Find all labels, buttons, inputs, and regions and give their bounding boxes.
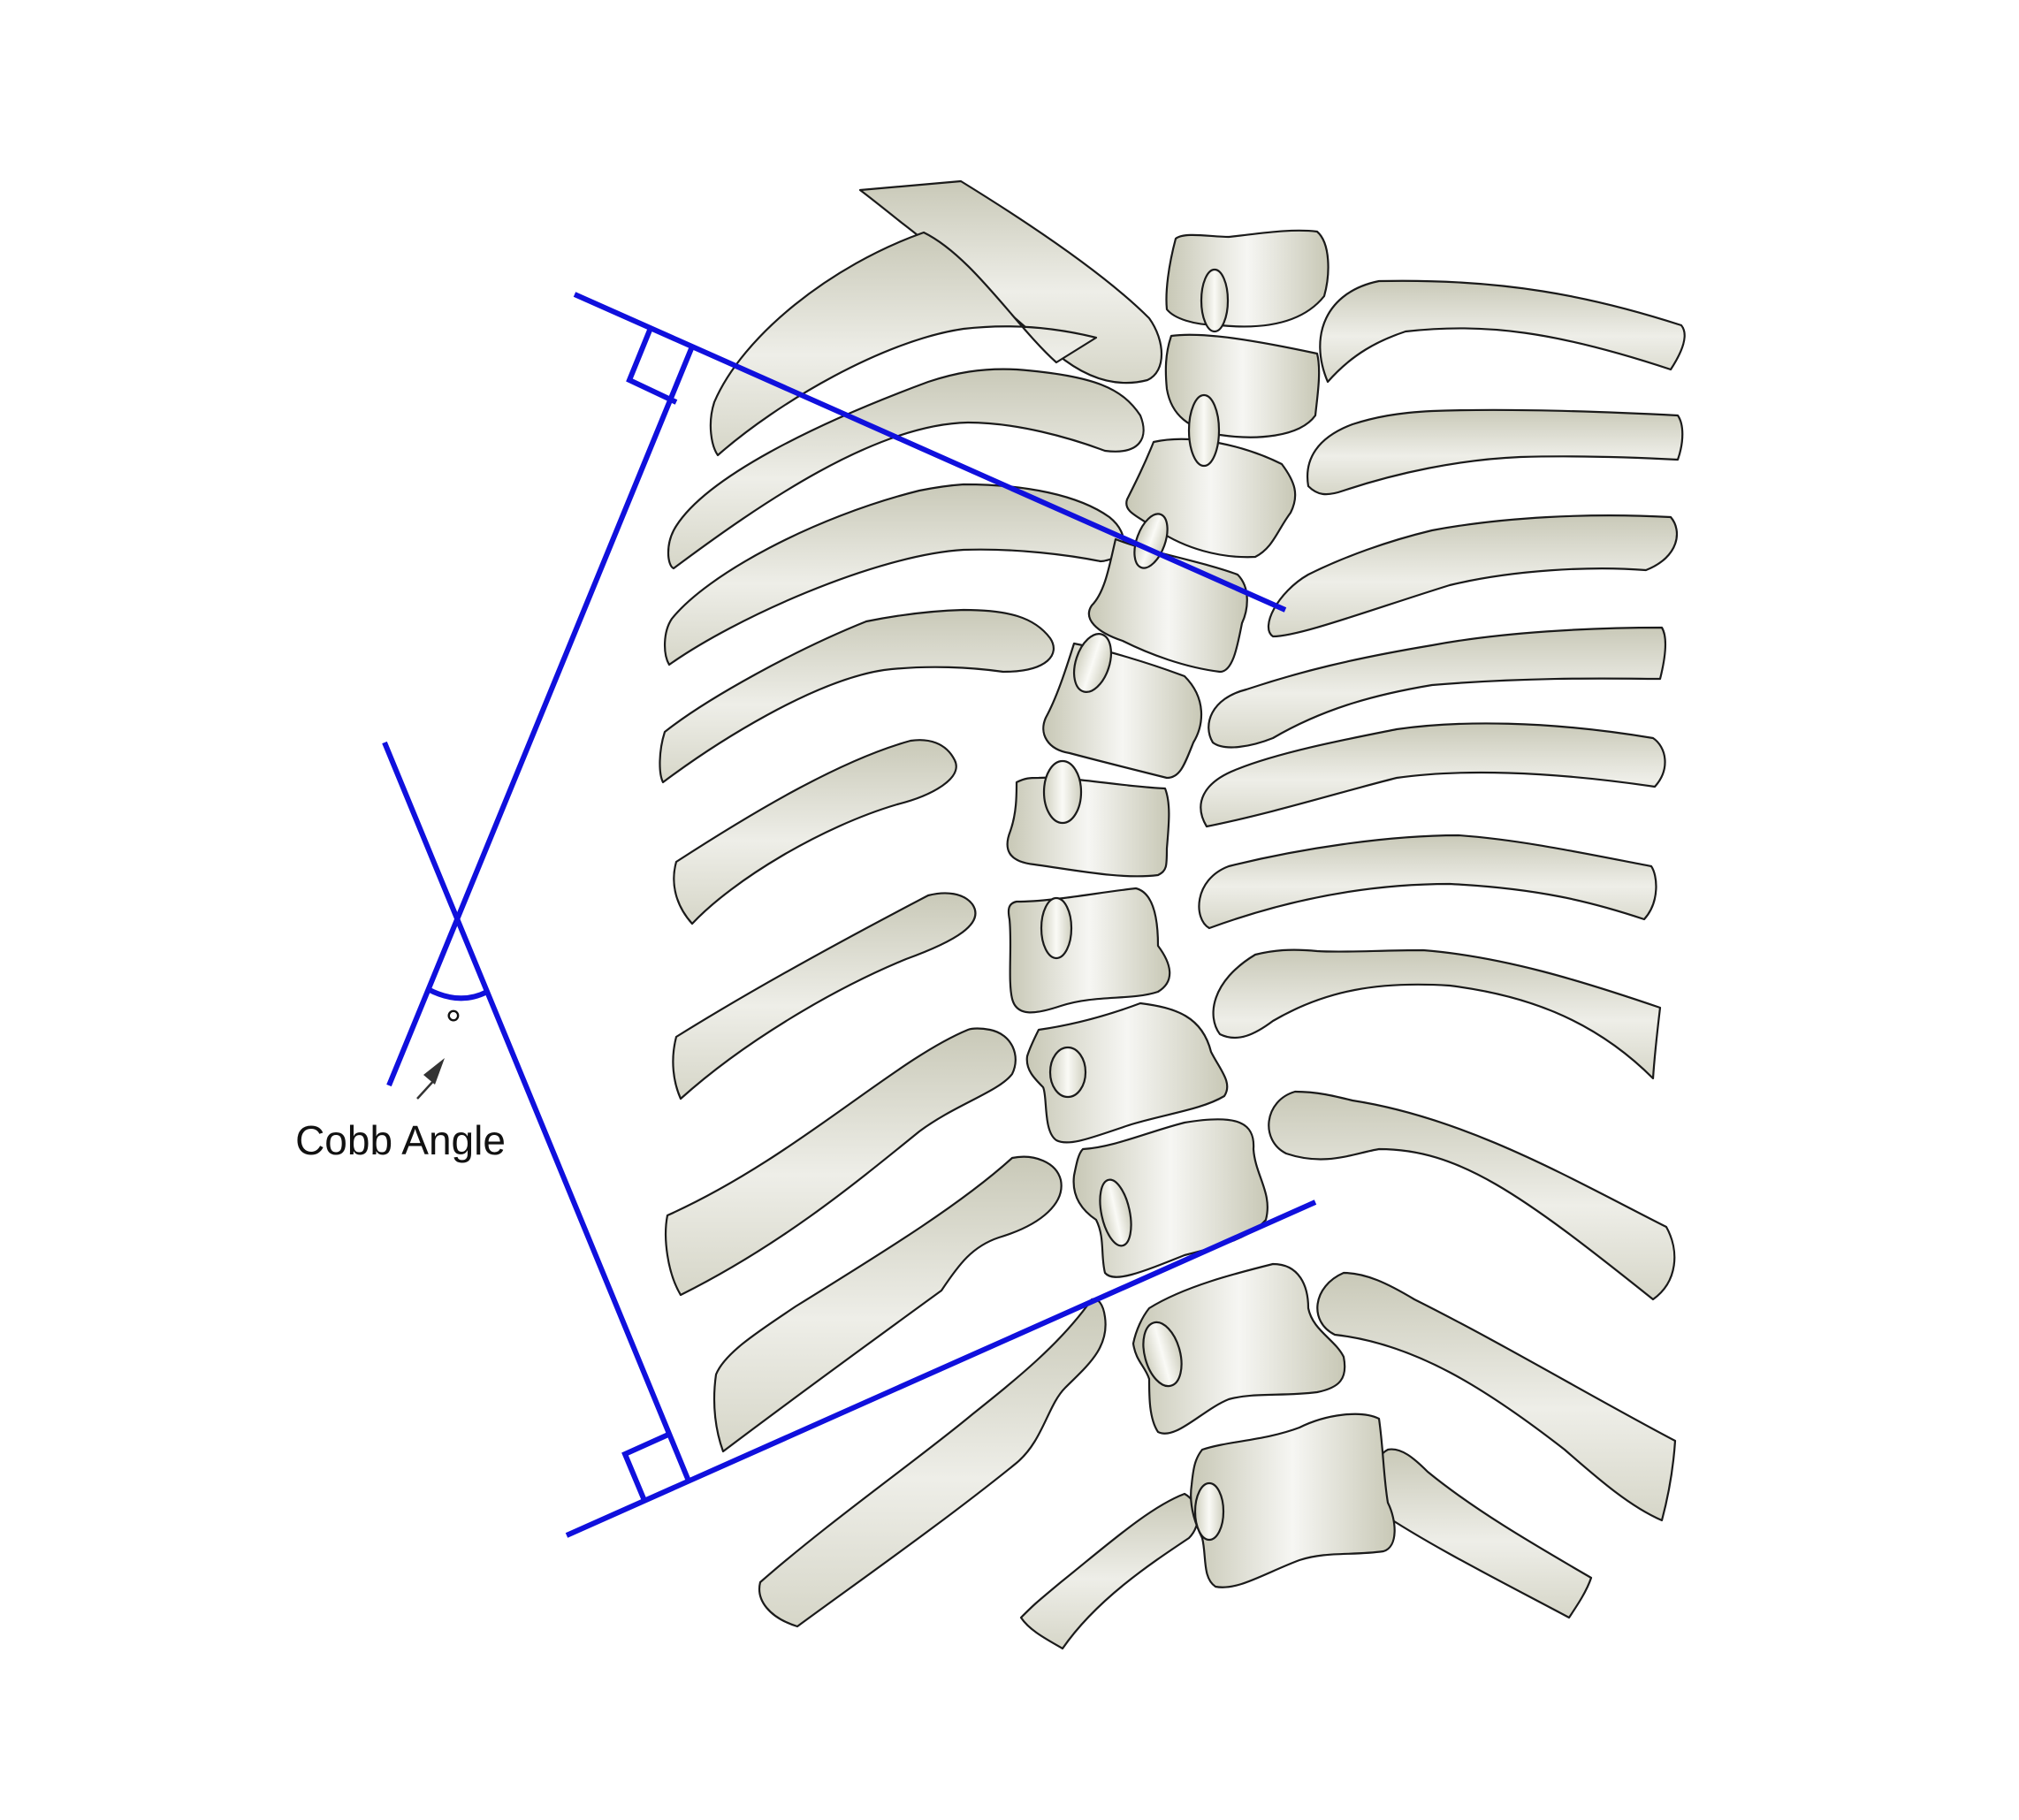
left-rib-1 xyxy=(709,231,1098,457)
right-rib-3 xyxy=(1268,514,1678,638)
upper-right-angle-marker xyxy=(626,326,678,405)
left-rib-9 xyxy=(758,1298,1107,1628)
right-rib-6 xyxy=(1198,834,1657,930)
vertebra-10 xyxy=(1131,1262,1346,1435)
left-rib-7 xyxy=(665,1027,1017,1297)
right-rib-4 xyxy=(1208,626,1666,749)
right-rib-9 xyxy=(1316,1271,1677,1522)
pedicle-10 xyxy=(1193,1481,1225,1542)
lower-right-angle-marker xyxy=(621,1432,670,1504)
vertebra-4 xyxy=(1087,537,1248,674)
vertebra-7 xyxy=(1007,887,1171,1014)
right-rib-2 xyxy=(1307,408,1684,496)
pedicle-6 xyxy=(1040,896,1073,960)
upper-perpendicular-line xyxy=(386,345,695,1087)
right-rib-8 xyxy=(1268,1090,1676,1301)
pedicle-1 xyxy=(1200,268,1230,333)
annotation-arrow-icon xyxy=(423,1058,445,1085)
rib-cage xyxy=(659,179,1686,1650)
right-rib-10 xyxy=(1371,1448,1593,1619)
pedicle-7 xyxy=(1048,1046,1087,1099)
left-rib-6 xyxy=(672,892,977,1100)
left-rib-2 xyxy=(667,368,1145,570)
cobb-angle-label: Cobb Angle xyxy=(295,1117,506,1163)
vertebra-6 xyxy=(1006,776,1170,878)
pedicle-4 xyxy=(1072,633,1113,693)
clavicle xyxy=(858,179,1163,385)
vertebra-1 xyxy=(1165,229,1329,328)
degree-symbol: ° xyxy=(446,1001,461,1047)
vertebra-3 xyxy=(1125,438,1297,559)
left-rib-10 xyxy=(1019,1492,1200,1650)
pedicle-2 xyxy=(1187,393,1221,468)
left-rib-4 xyxy=(659,608,1055,784)
spine xyxy=(1006,229,1396,1588)
right-rib-7 xyxy=(1212,948,1662,1080)
pedicle-5 xyxy=(1042,759,1083,825)
pedicle-9 xyxy=(1142,1321,1183,1388)
vertebra-8 xyxy=(1025,1001,1229,1144)
right-rib-1 xyxy=(1319,279,1686,384)
left-rib-5 xyxy=(673,739,957,925)
lower-endplate-line xyxy=(565,1199,1317,1538)
cobb-angle-arc xyxy=(426,986,489,1001)
left-rib-8 xyxy=(712,1155,1063,1453)
cobb-measurement xyxy=(382,292,1317,1538)
left-rib-3 xyxy=(664,483,1125,666)
cobb-angle-annotation: ° Cobb Angle xyxy=(295,1001,506,1163)
lower-perpendicular-line xyxy=(382,741,690,1481)
right-rib-5 xyxy=(1200,722,1666,828)
pedicle-8 xyxy=(1099,1178,1132,1247)
